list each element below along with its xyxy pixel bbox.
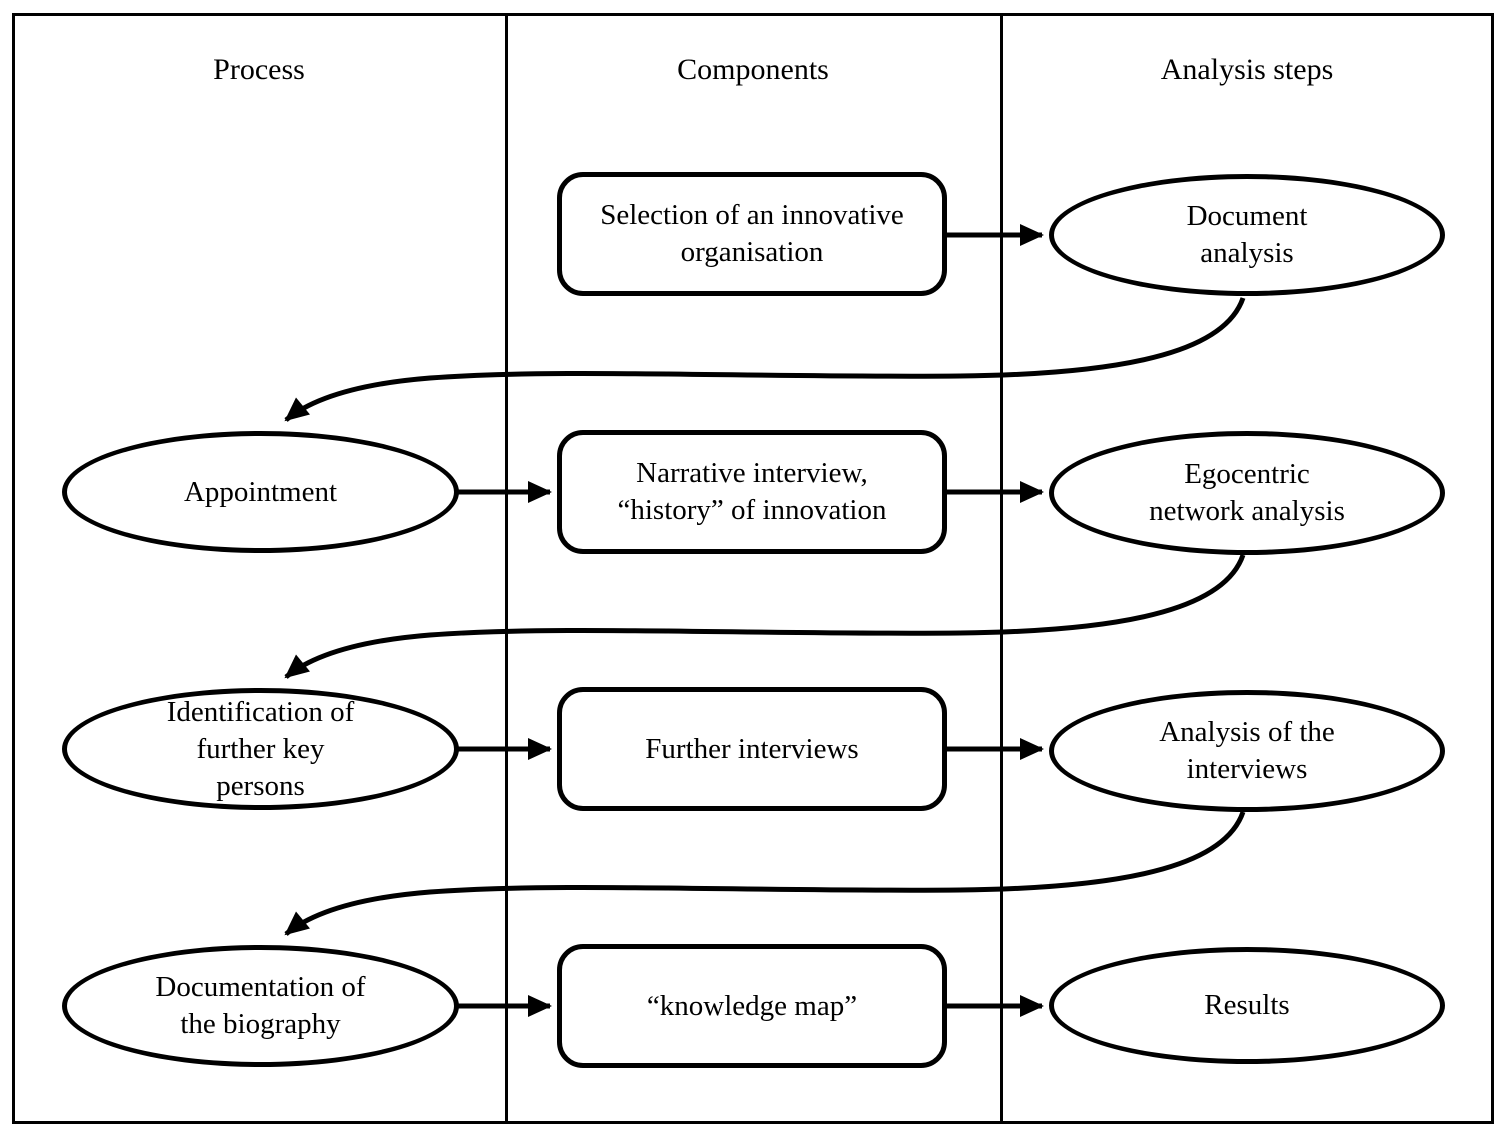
column-divider-1 xyxy=(505,13,508,1124)
node-selection-label: Selection of an innovative organisation xyxy=(600,199,904,268)
node-egocentric: Egocentric network analysis xyxy=(1049,431,1445,555)
column-header-components: Components xyxy=(677,53,829,86)
column-divider-2 xyxy=(1000,13,1003,1124)
node-further-interviews-label: Further interviews xyxy=(645,732,859,765)
node-egocentric-label: Egocentric network analysis xyxy=(1149,458,1345,527)
node-documentation-label: Documentation of the biography xyxy=(155,971,366,1040)
outer-frame xyxy=(12,13,1494,1124)
node-selection: Selection of an innovative organisation xyxy=(557,172,947,296)
node-document-analysis-label: Document analysis xyxy=(1186,200,1308,269)
column-header-process: Process xyxy=(213,53,305,86)
node-analysis-interviews: Analysis of the interviews xyxy=(1049,690,1445,812)
node-analysis-interviews-label: Analysis of the interviews xyxy=(1159,716,1335,785)
node-further-interviews: Further interviews xyxy=(557,687,947,811)
node-identification: Identification of further key persons xyxy=(62,688,459,810)
node-document-analysis: Document analysis xyxy=(1049,174,1445,296)
node-appointment-label: Appointment xyxy=(183,475,338,508)
node-appointment: Appointment xyxy=(62,431,459,553)
node-results-label: Results xyxy=(1204,989,1290,1021)
column-header-analysis-steps: Analysis steps xyxy=(1160,53,1334,86)
node-identification-label: Identification of further key persons xyxy=(166,695,355,802)
node-results: Results xyxy=(1049,947,1445,1064)
node-narrative-interview-label: Narrative interview, “history” of innova… xyxy=(617,457,887,526)
node-narrative-interview: Narrative interview, “history” of innova… xyxy=(557,430,947,554)
node-documentation: Documentation of the biography xyxy=(62,945,459,1067)
node-knowledge-map: “knowledge map” xyxy=(557,944,947,1068)
node-knowledge-map-label: “knowledge map” xyxy=(646,989,858,1022)
